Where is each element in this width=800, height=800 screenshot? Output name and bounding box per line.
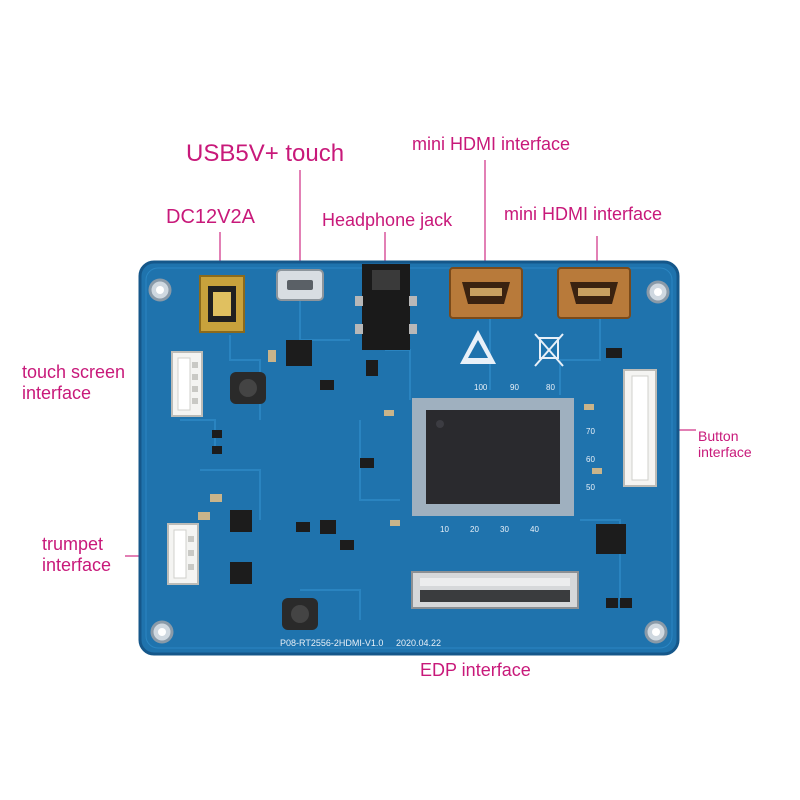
pcb-traces — [180, 300, 621, 620]
headphone-jack — [355, 264, 417, 350]
inductor-2 — [282, 598, 318, 630]
dc-label: DC12V2A — [166, 206, 255, 228]
button-connector — [623, 369, 657, 487]
pin-number-90: 90 — [510, 383, 519, 392]
touch-screen-label-line2: interface — [22, 382, 92, 403]
touch-screen-label-line1: touch screen — [22, 362, 126, 382]
hdmi-label-2: mini HDMI interface — [504, 204, 663, 224]
trumpet-label-line2: interface — [42, 554, 112, 575]
touch-screen-connector — [171, 351, 203, 417]
pin-number-50: 50 — [586, 483, 595, 492]
micro-usb-port — [276, 269, 324, 301]
touch-screen-label: touch screen interface — [22, 362, 125, 403]
main-controller-chip — [412, 398, 574, 516]
mini-hdmi-port-2 — [557, 267, 631, 319]
small-components — [212, 340, 632, 608]
board-date-silkscreen: 2020.04.22 — [396, 638, 441, 648]
pin-number-80: 80 — [546, 383, 555, 392]
pin-number-30: 30 — [500, 525, 509, 534]
board-id-silkscreen: P08-RT2556-2HDMI-V1.0 — [280, 638, 383, 648]
trumpet-label: trumpet interface — [42, 534, 111, 575]
pin-number-20: 20 — [470, 525, 479, 534]
trumpet-label-line1: trumpet — [42, 534, 104, 554]
hdmi-label-1: mini HDMI interface — [412, 134, 571, 154]
passive-components — [198, 350, 602, 526]
inductor — [230, 372, 266, 404]
button-label-line2: interface — [698, 444, 752, 461]
edp-connector — [411, 571, 579, 609]
mini-hdmi-port-1 — [449, 267, 523, 319]
pin-number-silkscreen: 10 20 30 40 50 60 70 80 90 100 — [440, 383, 595, 534]
weee-bin-icon — [534, 333, 564, 367]
button-label-line1: Button — [698, 428, 739, 444]
button-label: Button interface — [698, 428, 752, 460]
pin-number-100: 100 — [474, 383, 488, 392]
pin-number-60: 60 — [586, 455, 595, 464]
pin-number-70: 70 — [586, 427, 595, 436]
pin-number-10: 10 — [440, 525, 449, 534]
dc-jack — [199, 275, 245, 333]
headphone-label: Headphone jack — [322, 210, 453, 230]
usb-label: USB5V+ touch — [186, 140, 345, 167]
speaker-connector — [167, 523, 199, 585]
pin-number-40: 40 — [530, 525, 539, 534]
mounting-holes — [148, 278, 670, 644]
esd-warning-icon — [460, 330, 496, 364]
edp-label: EDP interface — [420, 660, 531, 680]
